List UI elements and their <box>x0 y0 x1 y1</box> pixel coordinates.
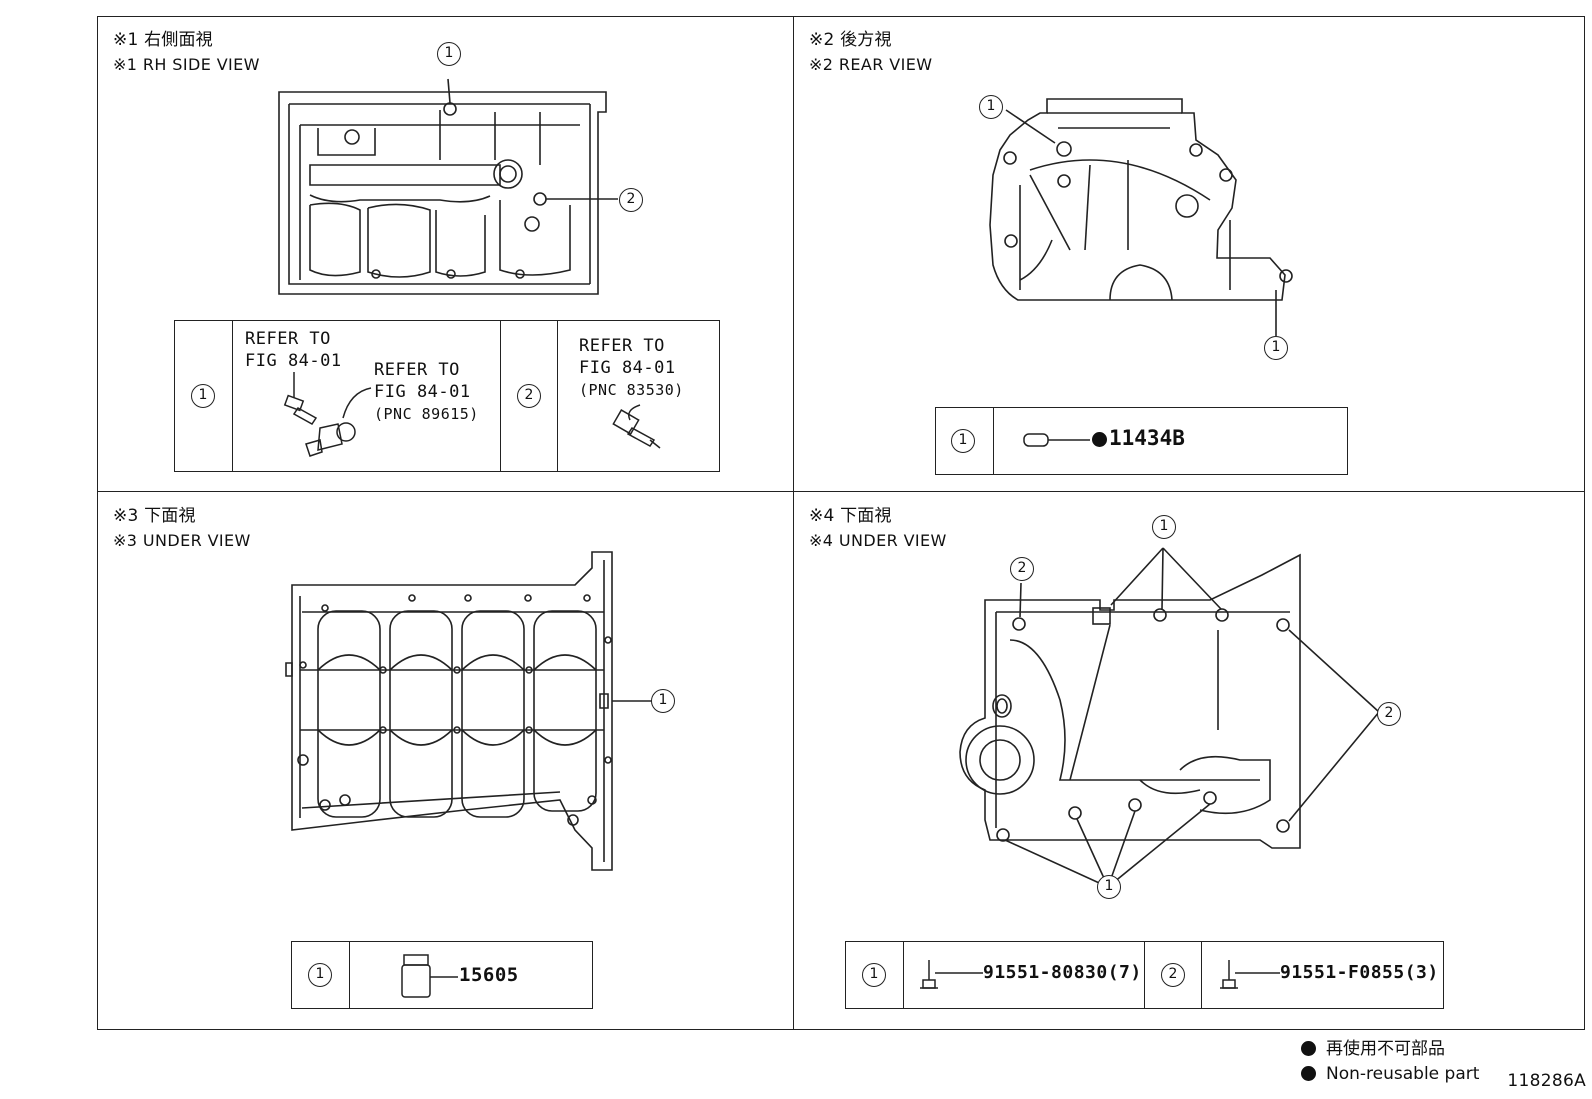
panel1-callout-1: 1 <box>437 42 461 66</box>
panel4-title-jp: ※4 下面視 <box>809 506 892 526</box>
non-reusable-dot-icon <box>1301 1041 1316 1056</box>
panel4-callout-2-left: 2 <box>1010 557 1034 581</box>
panel2-part-number: 11434B <box>1092 426 1185 450</box>
panel4-part-number-2: 91551-F0855(3) <box>1280 962 1439 983</box>
legend-en-text: Non-reusable part <box>1326 1064 1480 1084</box>
panel1-refer-b-pnc: (PNC 89615) <box>374 405 479 423</box>
panel1-title-jp: ※1 右側面視 <box>113 30 213 50</box>
panel4-parts-table <box>845 941 1444 1009</box>
panel2-callout-1-bottom: 1 <box>1264 336 1288 360</box>
panel4-table-key-1: 1 <box>862 963 886 987</box>
panel1-refer-c-pnc: (PNC 83530) <box>579 381 684 399</box>
panel2-title-jp: ※2 後方視 <box>809 30 892 50</box>
panel2-part-number-text: 11434B <box>1109 426 1185 450</box>
legend-jp: 再使用不可部品 <box>1301 1039 1445 1059</box>
panel2-parts-table <box>935 407 1348 475</box>
panel1-table-key-1: 1 <box>191 384 215 408</box>
panel4-part-number-1: 91551-80830(7) <box>983 962 1142 983</box>
panel4-callout-1-bottom: 1 <box>1097 875 1121 899</box>
panel2-title-en: ※2 REAR VIEW <box>809 55 933 74</box>
non-reusable-dot-icon <box>1092 432 1107 447</box>
panel4-title-en: ※4 UNDER VIEW <box>809 531 947 550</box>
panel1-refer-c-line2: FIG 84-01 <box>579 358 676 378</box>
panel1-title-en: ※1 RH SIDE VIEW <box>113 55 260 74</box>
panel-divider-vertical <box>793 16 794 1030</box>
panel3-table-key-1: 1 <box>308 963 332 987</box>
panel3-callout-1: 1 <box>651 689 675 713</box>
panel3-title-jp: ※3 下面視 <box>113 506 196 526</box>
non-reusable-dot-icon <box>1301 1066 1316 1081</box>
panel2-table-key-1: 1 <box>951 429 975 453</box>
panel1-table-key-2: 2 <box>517 384 541 408</box>
panel1-refer-a-line2: FIG 84-01 <box>245 351 342 371</box>
panel1-refer-c-line1: REFER TO <box>579 336 665 356</box>
panel3-parts-table <box>291 941 593 1009</box>
panel3-title-en: ※3 UNDER VIEW <box>113 531 251 550</box>
panel3-part-number: 15605 <box>459 964 519 986</box>
panel2-callout-1-top: 1 <box>979 95 1003 119</box>
panel1-refer-b-line1: REFER TO <box>374 360 460 380</box>
panel4-callout-2-right: 2 <box>1377 702 1401 726</box>
diagram-frame <box>97 16 1585 1030</box>
panel-divider-horizontal <box>97 491 1585 492</box>
panel1-refer-b-line2: FIG 84-01 <box>374 382 471 402</box>
legend-en: Non-reusable part <box>1301 1064 1479 1084</box>
legend-jp-text: 再使用不可部品 <box>1326 1039 1445 1059</box>
panel1-refer-a-line1: REFER TO <box>245 329 331 349</box>
panel1-callout-2: 2 <box>619 188 643 212</box>
figure-number: 118286A <box>1507 1071 1586 1091</box>
panel4-callout-1-top: 1 <box>1152 515 1176 539</box>
panel4-table-key-2: 2 <box>1161 963 1185 987</box>
